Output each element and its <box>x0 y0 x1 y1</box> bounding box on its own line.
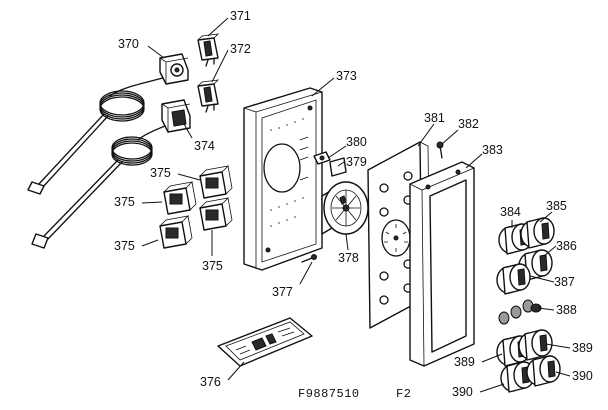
part-388-bushings <box>498 299 542 325</box>
label-375-b: 375 <box>114 195 135 209</box>
figure-suffix: F2 <box>396 387 411 401</box>
label-375-a: 375 <box>150 166 171 180</box>
label-382: 382 <box>458 117 479 131</box>
label-390-a: 390 <box>452 385 473 399</box>
label-371: 371 <box>230 9 251 23</box>
part-374-thermostat <box>31 99 191 249</box>
part-377-screw <box>301 254 317 263</box>
label-376: 376 <box>200 375 221 389</box>
part-383-frame <box>409 161 475 367</box>
label-388: 388 <box>556 303 577 317</box>
label-379: 379 <box>346 155 367 169</box>
label-390-b: 390 <box>572 369 593 383</box>
label-374: 374 <box>194 139 215 153</box>
label-383: 383 <box>482 143 503 157</box>
part-378-timer <box>321 181 369 235</box>
label-384: 384 <box>500 205 521 219</box>
label-386: 386 <box>556 239 577 253</box>
label-372: 372 <box>230 42 251 56</box>
label-389-b: 389 <box>572 341 593 355</box>
part-370-thermostat <box>27 53 189 195</box>
leader-lines <box>141 17 571 393</box>
label-378: 378 <box>338 251 359 265</box>
part-379-bracket <box>329 157 347 177</box>
label-370: 370 <box>118 37 139 51</box>
label-373: 373 <box>336 69 357 83</box>
part-375-switch-2 <box>163 181 197 215</box>
part-382-screw <box>436 141 444 159</box>
label-389-a: 389 <box>454 355 475 369</box>
label-385: 385 <box>546 199 567 213</box>
part-375-switch-4 <box>159 215 193 249</box>
label-380: 380 <box>346 135 367 149</box>
part-376-instruction-card <box>217 317 313 367</box>
part-390-knob-2 <box>526 355 561 387</box>
part-371-switch <box>197 33 220 67</box>
label-375-c: 375 <box>114 239 135 253</box>
part-372-switch <box>197 79 220 113</box>
part-373-control-panel <box>243 87 323 271</box>
part-380-clip <box>313 151 331 165</box>
part-375-switch-1 <box>199 165 233 199</box>
part-385-knob <box>520 217 555 249</box>
part-387-knob <box>496 263 531 295</box>
part-389-knob-2 <box>518 329 553 361</box>
label-377: 377 <box>272 285 293 299</box>
label-375-d: 375 <box>202 259 223 273</box>
label-387: 387 <box>554 275 575 289</box>
part-375-switch-3 <box>199 197 233 231</box>
label-381: 381 <box>424 111 445 125</box>
figure-code: F9887510 <box>298 387 360 401</box>
